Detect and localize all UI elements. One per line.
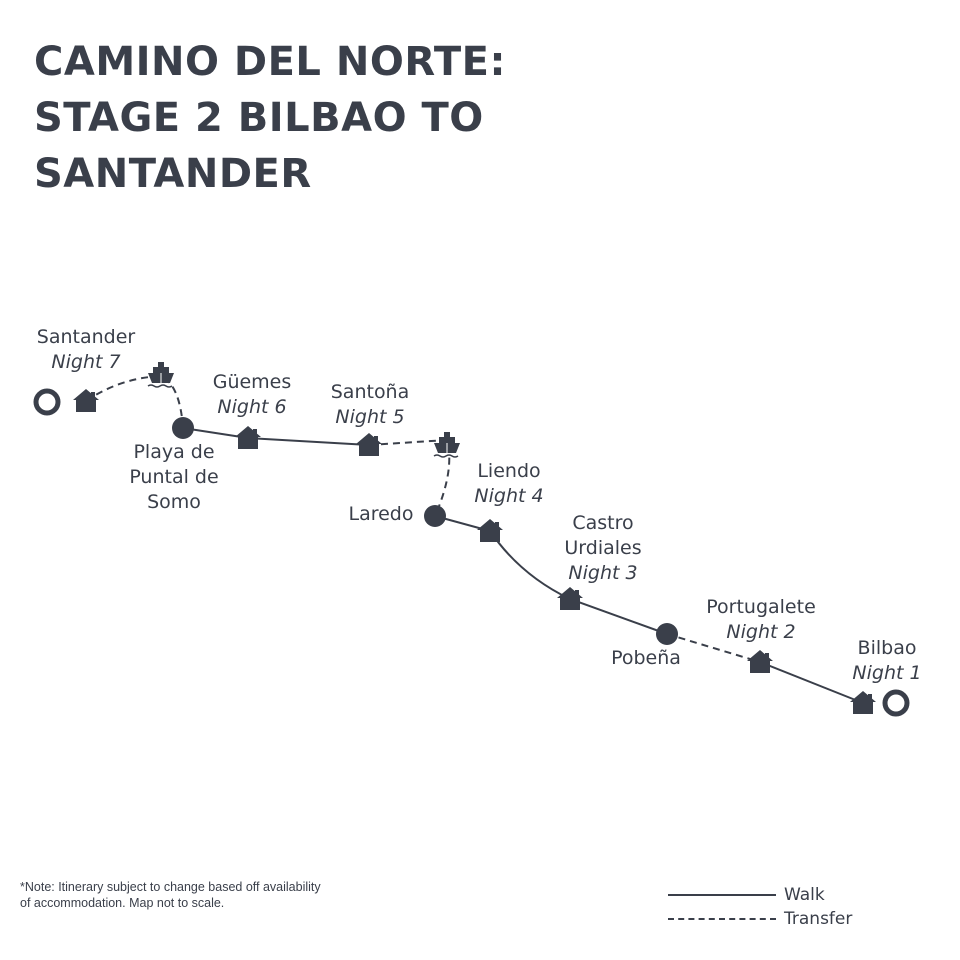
- place-name: Güemes: [212, 371, 292, 393]
- place-name: Bilbao: [857, 637, 917, 659]
- house-icon: [557, 587, 583, 610]
- house-icon: [73, 389, 99, 412]
- walk-portugalete-bilbao: [759, 661, 864, 704]
- house-icon: [747, 650, 773, 673]
- footnote: *Note: Itinerary subject to change based…: [20, 880, 321, 910]
- place-name: Santoña: [330, 381, 410, 403]
- night-label: Night 2: [726, 621, 796, 643]
- transfer-santander-playa: [85, 374, 184, 429]
- place-name: Portugalete: [706, 596, 816, 618]
- page-title: CAMINO DEL NORTE: STAGE 2 BILBAO TO SANT…: [34, 39, 506, 197]
- house-icon: [356, 433, 382, 456]
- legend-walk: Walk: [668, 883, 852, 907]
- house-icon: [850, 691, 876, 714]
- legend-walk-label: Walk: [784, 885, 825, 905]
- ferry-icon: [433, 431, 461, 458]
- night-label: Night 6: [217, 396, 287, 418]
- ferry-icon: [147, 361, 175, 388]
- walk-line-swatch: [668, 894, 776, 896]
- transfer-pobena-portugalete: [666, 633, 761, 663]
- place-name: Santander: [36, 326, 136, 348]
- label-pobena: Pobeña: [611, 647, 681, 669]
- santander-endpoint: [33, 388, 61, 416]
- legend-transfer: Transfer: [668, 907, 852, 931]
- pobena-waypoint: [656, 623, 678, 645]
- house-icon: [235, 426, 261, 449]
- night-label: Night 1: [852, 662, 922, 684]
- bilbao-endpoint: [882, 689, 910, 717]
- playa-waypoint: [172, 417, 194, 439]
- night-label: Night 5: [335, 406, 405, 428]
- night-label: Night 3: [568, 562, 638, 584]
- legend: Walk Transfer: [668, 883, 852, 931]
- label-playa: Playa de Puntal de Somo: [129, 441, 219, 513]
- night-label: Night 7: [51, 351, 121, 373]
- label-laredo: Laredo: [348, 503, 414, 525]
- transfer-line-swatch: [668, 918, 776, 920]
- legend-transfer-label: Transfer: [784, 909, 853, 929]
- house-icon: [477, 519, 503, 542]
- night-label: Night 4: [474, 485, 544, 507]
- place-name: Liendo: [477, 460, 541, 482]
- place-name: Castro Urdiales: [564, 512, 642, 559]
- laredo-waypoint: [424, 505, 446, 527]
